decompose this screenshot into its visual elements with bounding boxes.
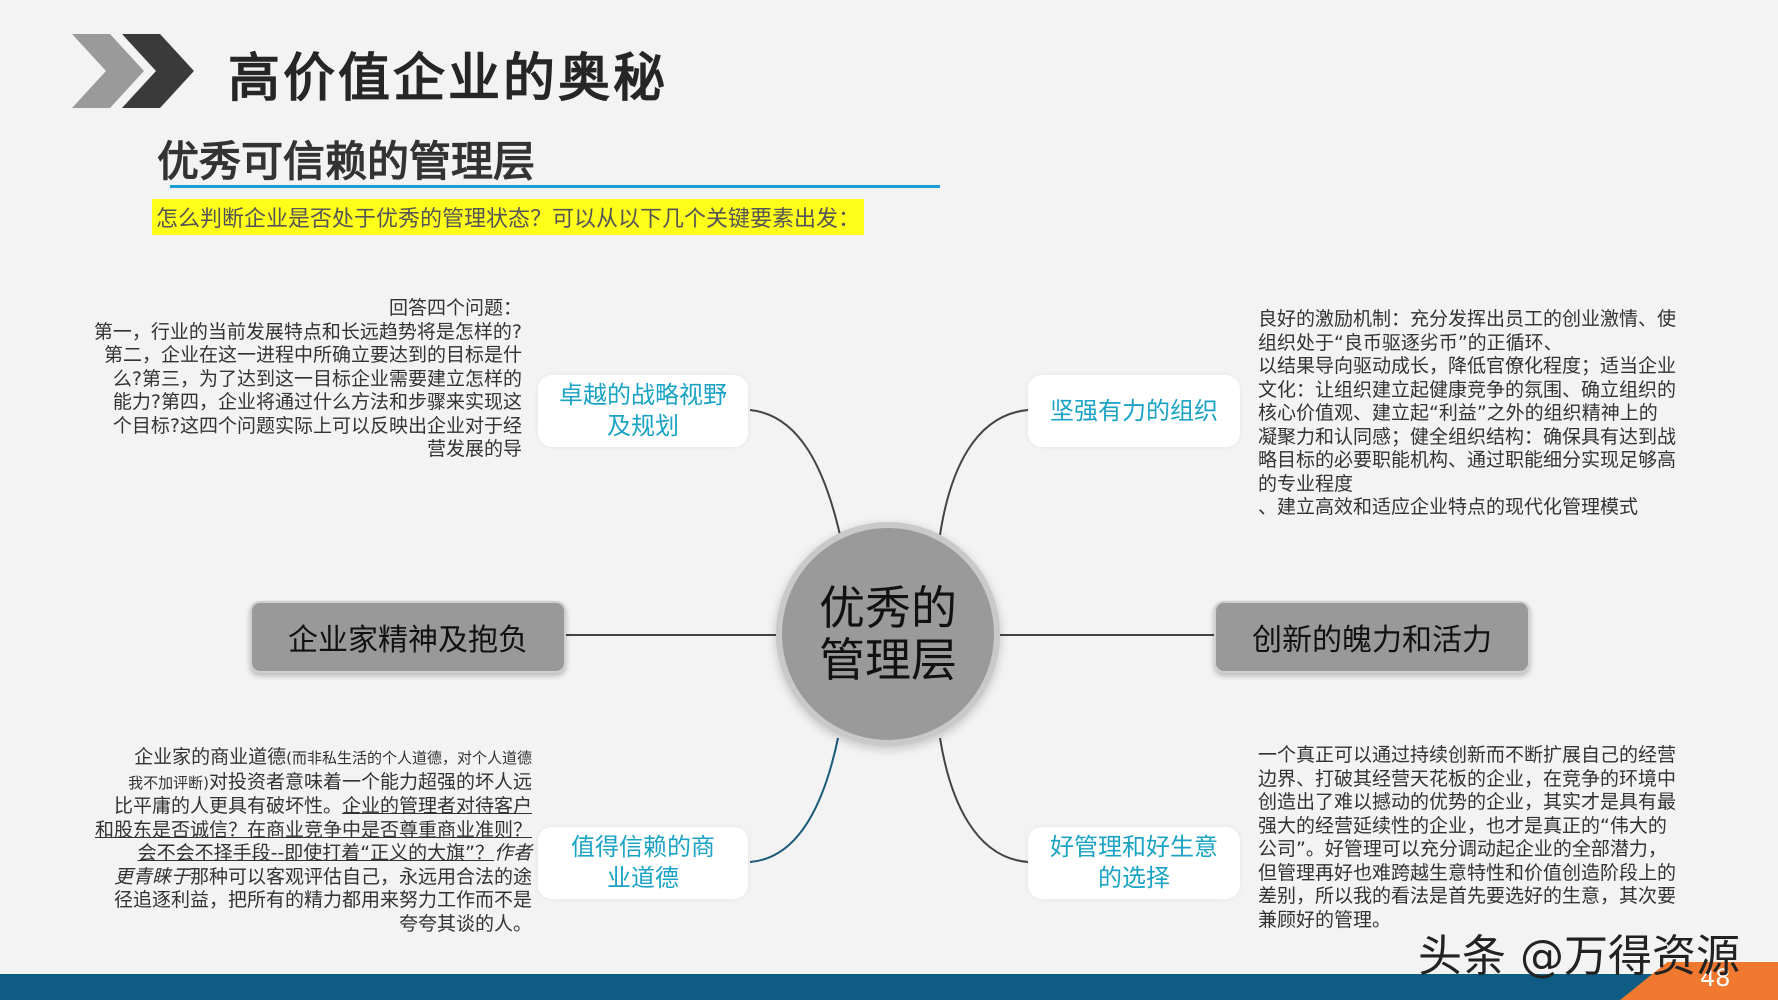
watermark: 头条 @万得资源 xyxy=(1418,931,1740,982)
text-ethics-segment: 对投资者意味着一个能力超强的坏人远 xyxy=(208,770,532,793)
text-ethics-line: 会不会不择手段--即使打着“正义的大旗”？作者 xyxy=(60,842,532,866)
node-business-line1: 好管理和好生意 xyxy=(1050,833,1218,861)
text-organization-line: 、建立高效和适应企业特点的现代化管理模式 xyxy=(1258,496,1639,518)
text-business-line: 但管理再好也难跨越生意特性和价值创造阶段上的 xyxy=(1258,861,1677,884)
node-strategy: 卓越的战略视野 及规划 xyxy=(538,375,748,447)
center-node: 优秀的 管理层 xyxy=(776,522,1000,746)
text-strategy-line: 能力?第四，企业将通过什么方法和步骤来实现这 xyxy=(112,391,522,413)
text-strategy-line: 第二，企业在这一进程中所确立要达到的目标是什 xyxy=(103,344,522,366)
node-ethics-line2: 业道德 xyxy=(607,864,679,892)
text-strategy-line: 第一，行业的当前发展特点和长远趋势将是怎样的? xyxy=(93,320,522,343)
text-business-line: 差别，所以我的看法是首先要选好的生意，其次要 xyxy=(1258,885,1677,907)
connector-strategy xyxy=(749,409,841,536)
text-strategy-line: 个目标?这四个问题实际上可以反映出企业对于经 xyxy=(112,414,522,437)
text-ethics: 企业家的商业道德(而非私生活的个人道德，对个人道德 我不加评断)对投资者意味着一… xyxy=(60,746,532,936)
text-ethics-italic: 更青睐于 xyxy=(113,865,190,888)
node-strategy-line1: 卓越的战略视野 xyxy=(559,381,727,409)
node-ethics: 值得信赖的商 业道德 xyxy=(538,827,748,899)
text-ethics-line: 我不加评断)对投资者意味着一个能力超强的坏人远 xyxy=(60,771,532,796)
text-business-line: 边界、打破其经营天花板的企业，在竞争的环境中 xyxy=(1258,767,1677,790)
text-business-line: 强大的经营延续性的企业，也才是真正的“伟大的 xyxy=(1258,814,1667,837)
text-business-line: 兼顾好的管理。 xyxy=(1258,908,1392,931)
footer-bar xyxy=(0,974,1778,1000)
text-strategy-line: 么?第三，为了达到这一目标企业需要建立怎样的 xyxy=(112,367,522,390)
page-title: 高价值企业的奥秘 xyxy=(228,49,669,109)
text-organization-line: 略目标的必要职能机构、通过职能细分实现足够高 xyxy=(1258,449,1677,471)
section-subtitle: 优秀可信赖的管理层 xyxy=(157,137,536,186)
node-organization: 坚强有力的组织 xyxy=(1028,375,1240,447)
text-ethics-underlined: 企业的管理者对待客户 xyxy=(341,795,532,817)
text-ethics-small: 我不加评断) xyxy=(128,773,209,792)
center-line2: 管理层 xyxy=(819,633,957,687)
node-entrepreneur-label: 企业家精神及抱负 xyxy=(288,623,528,658)
subtitle-underline xyxy=(170,185,940,188)
text-business-line: 公司”。好管理可以充分调动起企业的全部潜力， xyxy=(1258,838,1667,860)
text-organization-line: 文化：让组织建立起健康竞争的氛围、确立组织的 xyxy=(1258,378,1677,401)
text-ethics-line: 比平庸的人更具有破坏性。企业的管理者对待客户 xyxy=(60,795,532,819)
text-organization-line: 的专业程度 xyxy=(1258,472,1354,495)
text-ethics-line: 和股东是否诚信？在商业竞争中是否尊重商业准则？ xyxy=(60,819,532,843)
text-ethics-line: 企业家的商业道德(而非私生活的个人道德，对个人道德 xyxy=(60,746,532,771)
text-ethics-segment: 那种可以客观评估自己，永远用合法的途 xyxy=(189,865,532,888)
text-strategy-line: 回答四个问题： xyxy=(388,297,522,319)
connector-ethics xyxy=(749,737,839,863)
text-organization-line: 良好的激励机制：充分发挥出员工的创业激情、使 xyxy=(1258,308,1677,330)
chevron-arrows-icon xyxy=(72,34,194,108)
text-ethics-line: 径追逐利益，把所有的精力都用来努力工作而不是 xyxy=(113,889,532,911)
text-ethics-small: (而非私生活的个人道德，对个人道德 xyxy=(286,749,532,767)
node-strategy-line2: 及规划 xyxy=(607,412,679,440)
text-business-line: 创造出了难以撼动的优势的企业，其实才是具有最 xyxy=(1258,791,1677,813)
node-ethics-line1: 值得信赖的商 xyxy=(571,833,715,861)
connector-organization xyxy=(939,409,1029,536)
node-entrepreneur: 企业家精神及抱负 xyxy=(250,601,566,673)
text-ethics-italic: 作者 xyxy=(493,842,532,864)
text-organization-line: 核心价值观、建立起“利益”之外的组织精神上的 xyxy=(1258,402,1658,424)
text-organization-line: 凝聚力和认同感；健全组织结构：确保具有达到战 xyxy=(1258,425,1677,448)
node-business-line2: 的选择 xyxy=(1098,864,1170,892)
text-ethics-segment: 企业家的商业道德 xyxy=(134,746,287,768)
node-organization-label: 坚强有力的组织 xyxy=(1050,396,1218,425)
text-ethics-underlined: 会不会不择手段--即使打着“正义的大旗”？ xyxy=(137,842,494,864)
node-innovation-label: 创新的魄力和活力 xyxy=(1252,623,1492,658)
text-business: 一个真正可以通过持续创新而不断扩展自己的经营 边界、打破其经营天花板的企业，在竞… xyxy=(1258,744,1698,932)
connector-business xyxy=(939,737,1029,863)
page-number: 48 xyxy=(1700,964,1731,992)
text-strategy-line: 营发展的导 xyxy=(426,438,522,460)
node-innovation: 创新的魄力和活力 xyxy=(1214,601,1530,673)
text-organization-line: 组织处于“良币驱逐劣币”的正循环、 xyxy=(1258,331,1563,354)
guiding-question: 怎么判断企业是否处于优秀的管理状态？可以从以下几个关键要素出发： xyxy=(152,199,865,235)
text-business-line: 一个真正可以通过持续创新而不断扩展自己的经营 xyxy=(1258,744,1677,766)
text-ethics-line: 夸夸其谈的人。 xyxy=(398,912,532,935)
text-organization-line: 以结果导向驱动成长，降低官僚化程度；适当企业 xyxy=(1258,355,1677,377)
center-line1: 优秀的 xyxy=(819,581,957,635)
text-ethics-underlined: 和股东是否诚信？在商业竞争中是否尊重商业准则？ xyxy=(94,818,532,841)
text-strategy: 回答四个问题： 第一，行业的当前发展特点和长远趋势将是怎样的? 第二，企业在这一… xyxy=(60,297,522,462)
text-ethics-segment: 比平庸的人更具有破坏性。 xyxy=(113,795,342,817)
node-business: 好管理和好生意 的选择 xyxy=(1028,827,1240,899)
text-organization: 良好的激励机制：充分发挥出员工的创业激情、使 组织处于“良币驱逐劣币”的正循环、… xyxy=(1258,308,1698,520)
text-ethics-line: 更青睐于那种可以客观评估自己，永远用合法的途 xyxy=(60,866,532,890)
